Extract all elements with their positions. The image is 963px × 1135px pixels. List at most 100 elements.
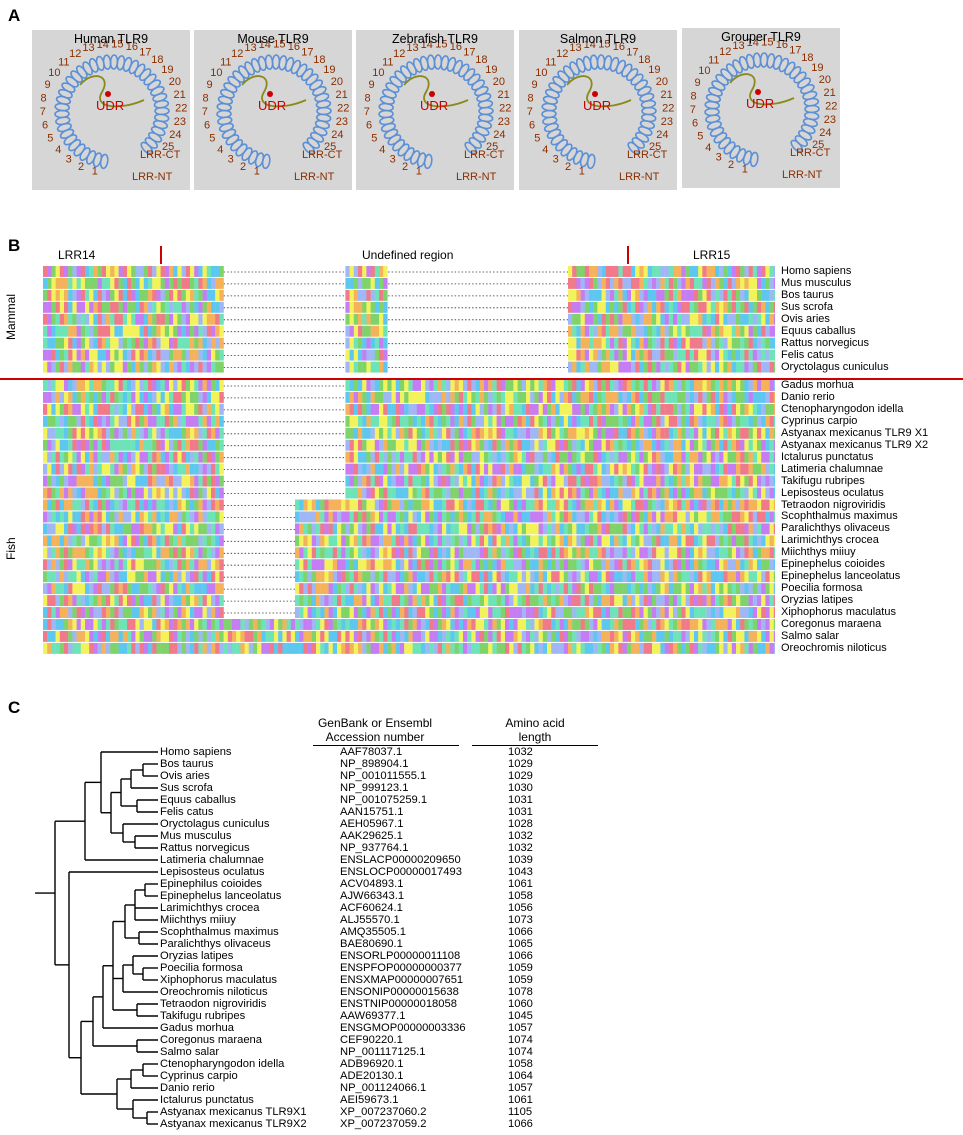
residue-cell xyxy=(509,559,513,570)
residue-cell xyxy=(610,643,614,654)
residue-cell xyxy=(194,440,198,451)
residue-cell xyxy=(182,380,186,391)
residue-cell xyxy=(366,404,370,415)
residue-cell xyxy=(312,547,316,558)
residue-cell xyxy=(396,559,400,570)
residue-cell xyxy=(425,571,429,582)
residue-cell xyxy=(194,428,198,439)
repeat-number: 24 xyxy=(656,129,668,141)
residue-cell xyxy=(648,290,652,301)
residue-cell xyxy=(686,535,690,546)
residue-cell xyxy=(522,595,526,606)
residue-cell xyxy=(366,350,370,361)
residue-cell xyxy=(631,290,635,301)
residue-cell xyxy=(690,547,694,558)
residue-cell xyxy=(505,440,509,451)
residue-cell xyxy=(522,583,526,594)
residue-cell xyxy=(413,488,417,499)
residue-cell xyxy=(732,535,736,546)
residue-cell xyxy=(623,380,627,391)
residue-cell xyxy=(606,595,610,606)
residue-cell xyxy=(707,488,711,499)
residue-cell xyxy=(257,631,261,642)
residue-cell xyxy=(165,338,169,349)
residue-cell xyxy=(119,464,123,475)
residue-cell xyxy=(417,535,421,546)
residue-cell xyxy=(177,290,181,301)
residue-cell xyxy=(366,380,370,391)
residue-cell xyxy=(413,380,417,391)
residue-cell xyxy=(366,452,370,463)
residue-cell xyxy=(602,338,606,349)
residue-cell xyxy=(698,266,702,277)
residue-cell xyxy=(114,583,118,594)
residue-cell xyxy=(375,290,379,301)
residue-cell xyxy=(686,428,690,439)
residue-cell xyxy=(194,338,198,349)
residue-cell xyxy=(723,607,727,618)
residue-cell xyxy=(576,583,580,594)
residue-cell xyxy=(429,404,433,415)
residue-cell xyxy=(60,523,64,534)
residue-cell xyxy=(161,350,165,361)
residue-cell xyxy=(728,392,732,403)
residue-cell xyxy=(316,547,320,558)
residue-cell xyxy=(77,392,81,403)
residue-cell xyxy=(387,500,391,511)
residue-cell xyxy=(476,380,480,391)
residue-cell xyxy=(618,464,622,475)
residue-cell xyxy=(148,416,152,427)
residue-cell xyxy=(219,278,223,289)
species-label: Ictalurus punctatus xyxy=(781,452,928,464)
residue-cell xyxy=(207,338,211,349)
residue-cell xyxy=(761,464,765,475)
accession-header-line1: GenBank or Ensembl xyxy=(300,716,450,730)
residue-cell xyxy=(455,619,459,630)
residue-cell xyxy=(56,476,60,487)
residue-cell xyxy=(375,571,379,582)
residue-cell xyxy=(522,500,526,511)
residue-cell xyxy=(669,380,673,391)
residue-cell xyxy=(152,547,156,558)
residue-cell xyxy=(744,452,748,463)
residue-cell xyxy=(144,278,148,289)
residue-cell xyxy=(387,571,391,582)
residue-cell xyxy=(585,547,589,558)
residue-cell xyxy=(572,488,576,499)
residue-cell xyxy=(72,500,76,511)
residue-cell xyxy=(198,428,202,439)
residue-cell xyxy=(165,464,169,475)
residue-cell xyxy=(610,380,614,391)
residue-cell xyxy=(345,380,349,391)
residue-cell xyxy=(581,338,585,349)
residue-cell xyxy=(686,643,690,654)
residue-cell xyxy=(43,338,47,349)
residue-cell xyxy=(270,643,274,654)
residue-cell xyxy=(484,607,488,618)
udr-marker xyxy=(429,91,435,97)
residue-cell xyxy=(694,362,698,373)
residue-cell xyxy=(606,314,610,325)
residue-cell xyxy=(522,404,526,415)
residue-cell xyxy=(203,583,207,594)
residue-cell xyxy=(177,278,181,289)
residue-cell xyxy=(513,440,517,451)
residue-cell xyxy=(56,643,60,654)
residue-cell xyxy=(207,643,211,654)
residue-cell xyxy=(123,440,127,451)
residue-cell xyxy=(614,350,618,361)
residue-cell xyxy=(568,547,572,558)
residue-cell xyxy=(169,266,173,277)
residue-cell xyxy=(165,511,169,522)
residue-cell xyxy=(644,500,648,511)
residue-cell xyxy=(522,535,526,546)
residue-cell xyxy=(165,559,169,570)
residue-cell xyxy=(383,380,387,391)
residue-cell xyxy=(753,428,757,439)
residue-cell xyxy=(442,404,446,415)
residue-cell xyxy=(404,535,408,546)
residue-cell xyxy=(690,440,694,451)
residue-cell xyxy=(450,500,454,511)
residue-cell xyxy=(341,559,345,570)
residue-cell xyxy=(513,464,517,475)
